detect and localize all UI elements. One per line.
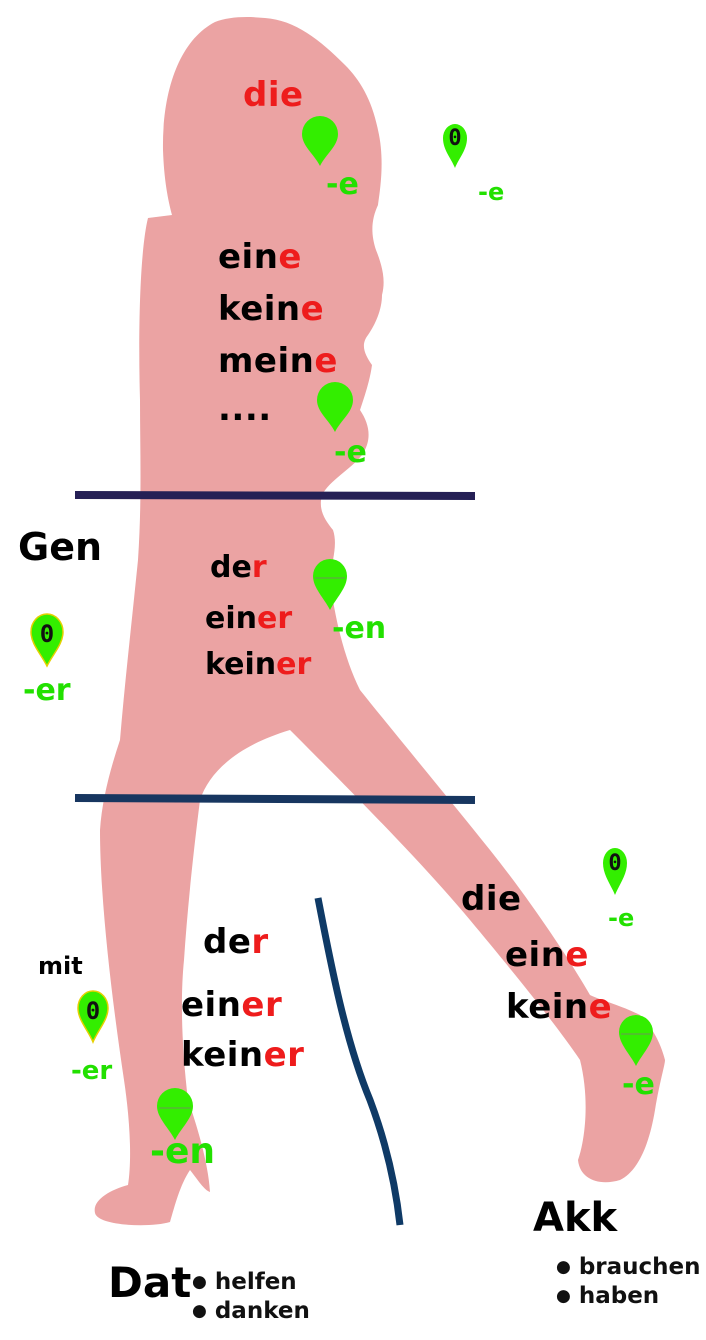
gen-zero-pin-ending: -er [23,676,71,706]
dat-word-keiner: keiner [181,1038,304,1072]
divider-curve [318,898,400,1225]
nom-ellipsis: .... [218,392,272,426]
dat-verb-item: danken [192,1297,310,1326]
akk-case-label: Akk [533,1198,617,1238]
akk-verb-item: brauchen [556,1253,701,1282]
akk-pin-ending: -e [622,1070,655,1100]
gen-word-der: der [210,553,267,583]
dat-einer-ending: er [241,985,282,1025]
dat-keiner-ending: er [264,1035,305,1075]
nom-article-die: die [243,78,304,112]
gen-einer-stem: ein [205,601,257,636]
akk-zero-pin-ending: -e [608,906,634,930]
divider-line-middle [75,798,475,800]
dat-zero-pin-ending: -er [71,1058,112,1084]
zero-pin-icon: 0 [601,845,629,897]
divider-line-top [75,495,475,496]
akk-eine-stem: ein [505,935,565,975]
dat-pin-ending: -en [150,1134,215,1170]
nom-chest-pin-ending: -e [334,438,367,468]
nom-head-pin-ending: -e [326,170,359,200]
gen-word-einer: einer [205,604,292,634]
akk-keine-stem: kein [506,987,589,1027]
gen-zero-pin-label: 0 [29,620,65,648]
akk-verb-list: brauchen haben [556,1253,701,1311]
nom-keine-stem: kein [218,289,301,329]
gen-keiner-ending: er [276,647,311,682]
dat-zero-pin-label: 0 [76,997,110,1025]
akk-word-keine: keine [506,990,612,1024]
dat-verb-item: helfen [192,1268,310,1297]
akk-article-die: die [461,882,522,916]
akk-keine-ending: e [589,987,613,1027]
akk-word-eine: eine [505,938,589,972]
dat-case-label: Dat [108,1262,191,1304]
nom-zero-pin-ending: -e [478,180,504,204]
map-pin-icon [311,558,349,612]
nom-eine-stem: ein [218,237,278,277]
dat-preposition-mit: mit [38,954,83,978]
gen-der-stem: de [210,550,252,585]
dat-der-ending: r [251,922,268,962]
dat-word-der: der [203,925,269,959]
gen-der-ending: r [252,550,267,585]
map-pin-icon [315,382,355,434]
nom-keine-ending: e [301,289,325,329]
dat-word-einer: einer [181,988,282,1022]
akk-verb-item: haben [556,1282,701,1311]
dat-einer-stem: ein [181,985,241,1025]
gen-keiner-stem: kein [205,647,276,682]
nom-meine-stem: mein [218,341,314,381]
gen-word-keiner: keiner [205,650,311,680]
gen-case-label: Gen [18,528,102,566]
zero-pin-icon: 0 [29,612,65,668]
akk-zero-pin-label: 0 [601,851,629,876]
gen-einer-ending: er [257,601,292,636]
nom-meine-ending: e [314,341,338,381]
dat-der-stem: de [203,922,251,962]
dat-verb-list: helfen danken [192,1268,310,1326]
zero-pin-icon: 0 [441,120,469,170]
nom-zero-pin-label: 0 [441,126,469,151]
dat-keiner-stem: kein [181,1035,264,1075]
map-pin-icon [617,1014,655,1068]
zero-pin-icon: 0 [76,990,110,1044]
nom-word-eine: eine [218,240,302,274]
map-pin-icon [300,116,340,168]
akk-eine-ending: e [565,935,589,975]
nom-word-keine: keine [218,292,324,326]
gen-pin-ending: -en [332,614,386,644]
nom-word-meine: meine [218,344,338,378]
nom-eine-ending: e [278,237,302,277]
